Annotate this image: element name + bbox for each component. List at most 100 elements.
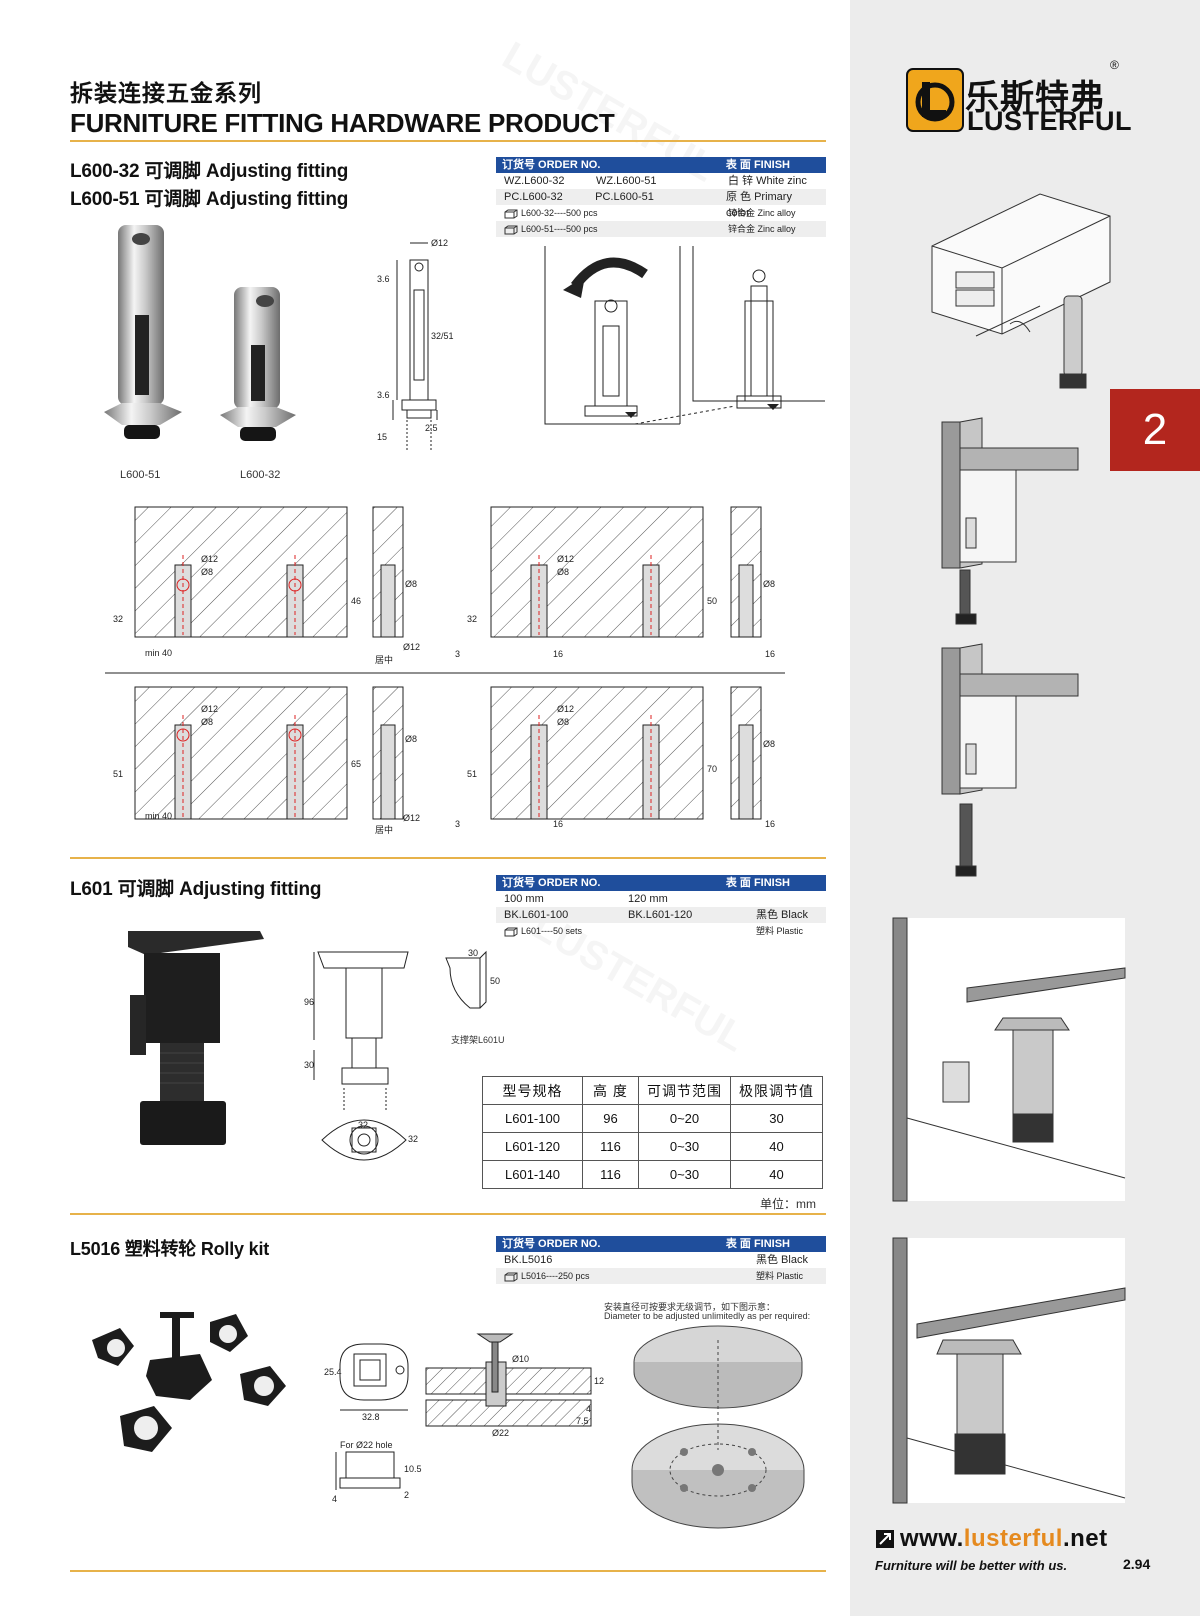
size-value: 120 mm (628, 893, 668, 905)
table-row: BK.L601-100 BK.L601-120 黑色 Black (496, 907, 826, 923)
url-highlight: lusterful (963, 1525, 1063, 1552)
material-value: 锌合金 Zinc alloy (728, 208, 796, 218)
dim-label: 15 (377, 432, 387, 442)
table-row: L600-51----500 pcs 锌合金 Zinc alloy (496, 221, 826, 237)
page-title-en: FURNITURE FITTING HARDWARE PRODUCT (70, 108, 615, 138)
svg-text:Ø12: Ø12 (201, 554, 218, 564)
svg-text:Ø8: Ø8 (405, 579, 417, 589)
cabinet-install-illustration (931, 193, 1111, 389)
dim-label: Ø10 (512, 1354, 529, 1364)
table-row: BK.L5016 黑色 Black (496, 1252, 826, 1268)
dim-label: 30 (468, 948, 478, 958)
dim-label: 32/51 (431, 331, 454, 341)
box-icon (504, 927, 518, 937)
slogan: Furniture will be better with us. (875, 1558, 1068, 1573)
section-title-l601: L601 可调脚 Adjusting fitting (70, 879, 322, 900)
order-no-header: 订货号 ORDER NO. (502, 159, 601, 171)
size-value: 100 mm (504, 893, 544, 905)
support-bracket-drawing: 30 50 (445, 948, 500, 1009)
svg-text:32: 32 (467, 614, 477, 624)
l601-dimension-drawing: 96 30 32 32 (304, 951, 418, 1161)
box-icon (504, 1272, 518, 1282)
column-header: 高 度 (582, 1076, 639, 1105)
table-cell: L601-120 (482, 1132, 583, 1161)
finish-header: 表 面 FINISH (725, 877, 790, 889)
table-cell: 0~30 (638, 1160, 731, 1189)
table-row: L601----50 sets 塑料 Plastic (496, 923, 826, 939)
dim-label: 4 (332, 1494, 337, 1504)
box-icon (504, 209, 518, 219)
svg-text:Ø8: Ø8 (763, 579, 775, 589)
order-code: PC.L600-32 (504, 191, 563, 203)
l601-spec-table: 型号规格 高 度 可调节范围 极限调节值 L601-100 96 0~20 30… (482, 1076, 823, 1189)
finish-value: 白 锌 White zinc (728, 175, 807, 187)
dim-label: 3.6 (377, 274, 390, 284)
order-no-header: 订货号 ORDER NO. (502, 877, 601, 889)
svg-text:16: 16 (553, 819, 563, 829)
svg-text:Ø8: Ø8 (201, 717, 213, 727)
table-row: 100 mm 120 mm (496, 891, 826, 907)
order-table-l5016: 订货号 ORDER NO. 表 面 FINISH BK.L5016 黑色 Bla… (496, 1236, 826, 1284)
svg-text:16: 16 (765, 819, 775, 829)
l601-install-illustration-2 (892, 1237, 1126, 1504)
packing-qty: L600-32----500 pcs (521, 208, 598, 218)
dim-label: Ø22 (492, 1428, 509, 1438)
dim-label: 10.5 (404, 1464, 422, 1474)
finish-value: 原 色 Primary color (725, 191, 792, 219)
dim-label: 32 (408, 1134, 418, 1144)
svg-text:居中: 居中 (375, 654, 393, 665)
website-url[interactable]: www.lusterful.net (900, 1525, 1108, 1553)
brand-name-cn: 乐斯特弗 (965, 79, 1105, 117)
material-value: 塑料 Plastic (756, 926, 804, 936)
dim-label: 25.4 (324, 1367, 342, 1377)
svg-text:51: 51 (467, 769, 477, 779)
table-cell: L601-100 (482, 1104, 583, 1133)
order-code: BK.L5016 (504, 1254, 553, 1266)
svg-text:min 40: min 40 (145, 811, 172, 821)
dim-label: 32 (358, 1120, 368, 1130)
svg-text:16: 16 (553, 649, 563, 659)
order-code: WZ.L600-32 (504, 175, 565, 187)
l601-product-photo (128, 931, 264, 1145)
svg-text:Ø12: Ø12 (201, 704, 218, 714)
disc-illustration (631, 1325, 805, 1529)
svg-text:Ø12: Ø12 (403, 642, 420, 652)
rolly-kit-section-drawing: Ø10 Ø22 12 4 7.5 (425, 1333, 604, 1438)
table-row: L5016----250 pcs 塑料 Plastic (496, 1268, 826, 1284)
dim-label: 12 (594, 1376, 604, 1386)
table-header-row: 型号规格 高 度 可调节范围 极限调节值 (482, 1076, 823, 1105)
l601-install-illustration-1 (892, 917, 1126, 1202)
dim-label: Ø12 (431, 238, 448, 248)
dim-label: 32.8 (362, 1412, 380, 1422)
dim-label: 2.5 (425, 423, 438, 433)
finish-value: 黑色 Black (756, 909, 808, 921)
photo-label: L600-32 (240, 469, 281, 481)
svg-text:16: 16 (765, 649, 775, 659)
table-cell: 0~20 (638, 1104, 731, 1133)
brand-logo-icon (906, 68, 964, 132)
table-cell: 116 (582, 1132, 639, 1161)
svg-text:Ø12: Ø12 (557, 554, 574, 564)
svg-text:Ø8: Ø8 (763, 739, 775, 749)
dim-label: 4 (586, 1404, 591, 1414)
column-header: 极限调节值 (730, 1076, 823, 1105)
page-title-cn: 拆装连接五金系列 (70, 80, 262, 106)
svg-text:70: 70 (707, 764, 717, 774)
svg-text:65: 65 (351, 759, 361, 769)
page-number: 2.94 (1123, 1556, 1151, 1572)
material-value: 塑料 Plastic (756, 1271, 804, 1281)
order-table-l601: 订货号 ORDER NO. 表 面 FINISH 100 mm 120 mm B… (496, 875, 826, 939)
packing-qty: L601----50 sets (521, 926, 583, 936)
registered-mark: ® (1110, 58, 1119, 72)
shelf-install-illustration-2 (941, 643, 1079, 877)
photo-label: L600-51 (120, 469, 161, 481)
l600-product-photo (104, 225, 296, 441)
svg-text:50: 50 (707, 596, 717, 606)
svg-text:32: 32 (113, 614, 123, 624)
divider (70, 857, 826, 859)
finish-header: 表 面 FINISH (725, 159, 790, 171)
svg-text:Ø8: Ø8 (201, 567, 213, 577)
url-prefix: www. (900, 1525, 964, 1552)
dim-label: 3.6 (377, 390, 390, 400)
l600-dimension-drawing: Ø12 3.6 32/51 3.6 2.5 15 (377, 238, 454, 450)
